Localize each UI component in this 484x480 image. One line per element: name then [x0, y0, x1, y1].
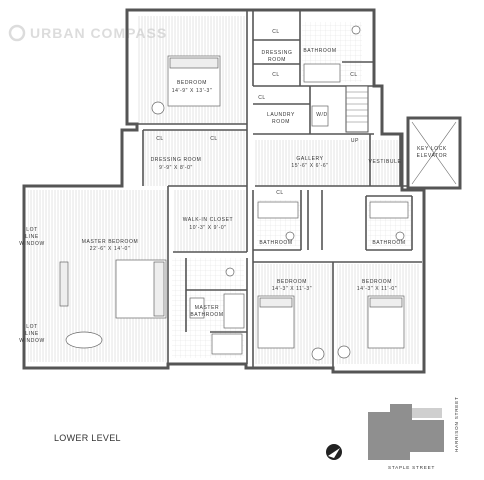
fixtures — [59, 25, 409, 361]
sink-master — [189, 297, 205, 319]
bathtub-right — [369, 201, 409, 219]
bathtub-mid — [257, 201, 299, 219]
elevator-shaft — [406, 116, 462, 190]
laundry-name: LAUNDRY — [267, 112, 295, 118]
svg-text:LINE: LINE — [25, 234, 39, 240]
bathroom-top-name: BATHROOM — [303, 48, 336, 54]
chair-mid — [311, 347, 325, 361]
watermark: URBAN COMPASS — [8, 24, 167, 42]
walkin-dims: 10'-3" X 9'-0" — [189, 225, 226, 231]
lot-line-window-bottom: LOT LINE WINDOW — [19, 324, 45, 344]
walkin-name: WALK-IN CLOSET — [183, 217, 233, 223]
svg-text:LOT: LOT — [26, 227, 38, 233]
closet-mark: CL — [210, 136, 218, 142]
toilet-right — [395, 231, 405, 241]
closet-mark: CL — [276, 190, 284, 196]
closet-mark: CL — [258, 95, 266, 101]
wd-mark: W/D — [316, 112, 328, 118]
dressing-top-name2: ROOM — [268, 57, 286, 63]
chaise-master — [65, 331, 103, 349]
toilet-mid — [285, 231, 295, 241]
bedroom-top-name: BEDROOM — [177, 80, 207, 86]
bath-mid-name: BATHROOM — [259, 240, 292, 246]
bedroom-right-dims: 14'-3" X 11'-0" — [357, 286, 397, 292]
master-bedroom-dims: 22'-6" X 14'-0" — [90, 246, 131, 252]
up-mark: UP — [351, 138, 359, 144]
svg-text:LOT: LOT — [26, 324, 38, 330]
dressing-top-name: DRESSING — [262, 50, 293, 56]
dressing-room-floor — [143, 130, 247, 186]
gallery-floor — [255, 140, 368, 186]
dressing-mid-dims: 9'-9" X 8'-0" — [159, 165, 193, 171]
bathtub-top — [303, 63, 341, 83]
room-labels: BEDROOM 14'-9" X 13'-3" DRESSING ROOM BA… — [82, 48, 448, 318]
laundry-name2: ROOM — [272, 119, 290, 125]
fireplace-master — [59, 261, 69, 307]
plan-marks: CL CL CL CL CL CL CL UP W/D — [156, 29, 359, 196]
gallery-dims: 15'-6" X 6'-6" — [291, 163, 328, 169]
toilet-top — [351, 25, 361, 35]
toilet-master — [225, 267, 235, 277]
svg-text:WINDOW: WINDOW — [19, 241, 45, 247]
staircase — [345, 85, 369, 133]
level-title: LOWER LEVEL — [54, 433, 121, 443]
watermark-text: URBAN COMPASS — [30, 25, 167, 41]
chair-top — [151, 101, 165, 115]
key-plan: HARRISON STREET STAPLE STREET — [368, 396, 459, 470]
bedroom-mid-dims: 14'-3" X 11'-3" — [272, 286, 312, 292]
washer-dryer — [311, 105, 329, 127]
walls — [22, 8, 426, 374]
bath-right-name: BATHROOM — [372, 240, 405, 246]
vestibule-floor — [370, 140, 400, 186]
elevator-name2: ELEVATOR — [417, 153, 448, 159]
vanity-master — [211, 333, 243, 355]
closet-mark: CL — [156, 136, 164, 142]
north-arrow-icon — [326, 444, 342, 460]
master-bath-name2: BATHROOM — [190, 312, 223, 318]
outer-wall — [22, 8, 426, 374]
svg-text:LINE: LINE — [25, 331, 39, 337]
master-bedroom-name: MASTER BEDROOM — [82, 239, 138, 245]
master-bath-name: MASTER — [195, 305, 219, 311]
interior-walls — [137, 10, 424, 368]
walkin-floor — [173, 190, 247, 252]
chair-right — [337, 345, 351, 359]
compass-logo-icon — [8, 24, 26, 42]
bedroom-right-name: BEDROOM — [362, 279, 392, 285]
svg-text:WINDOW: WINDOW — [19, 338, 45, 344]
bathtub-master — [223, 293, 245, 329]
closet-mark: CL — [272, 72, 280, 78]
bedroom-mid-name: BEDROOM — [277, 279, 307, 285]
dressing-mid-name: DRESSING ROOM — [151, 157, 202, 163]
bedroom-top-dims: 14'-9" X 13'-3" — [172, 88, 213, 94]
closet-mark: CL — [350, 72, 358, 78]
harrison-street-label: HARRISON STREET — [454, 396, 459, 452]
gallery-name: GALLERY — [296, 156, 323, 162]
elevator-name: KEY LOCK — [417, 146, 447, 152]
vestibule-name: VESTIBULE — [369, 159, 402, 165]
closet-mark: CL — [272, 29, 280, 35]
lot-line-window-top: LOT LINE WINDOW — [19, 227, 45, 247]
staple-street-label: STAPLE STREET — [388, 465, 435, 470]
